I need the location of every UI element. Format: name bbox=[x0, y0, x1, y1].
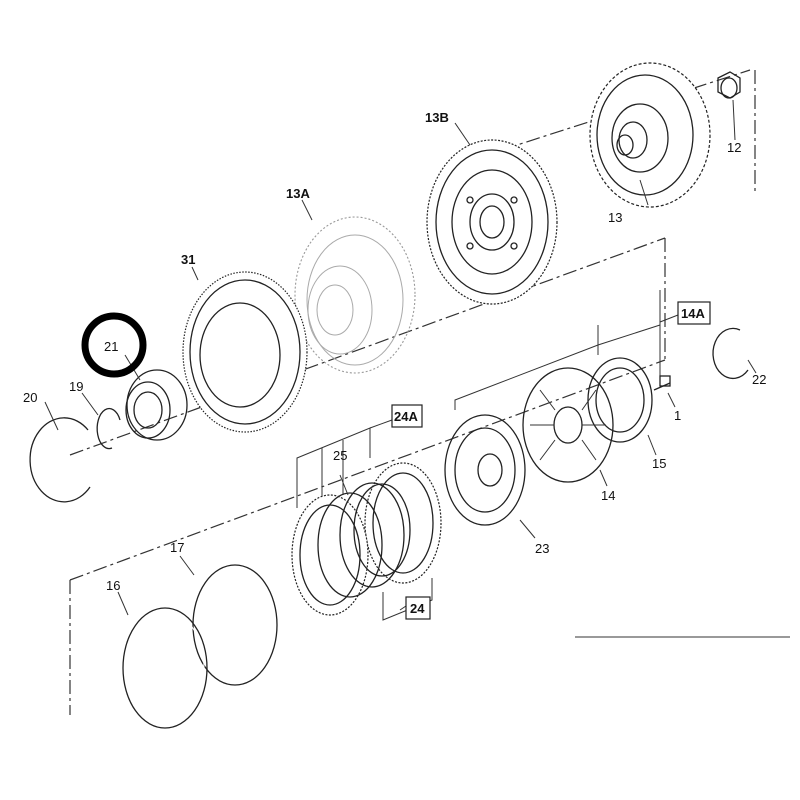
part-31-ring-gear bbox=[182, 266, 308, 433]
label-part-13B: 13B bbox=[425, 110, 449, 125]
label-part-22: 22 bbox=[752, 372, 766, 387]
part-19-snap-ring bbox=[81, 392, 121, 450]
label-part-14: 14 bbox=[601, 488, 615, 503]
label-part-23: 23 bbox=[535, 541, 549, 556]
label-part-13A: 13A bbox=[286, 186, 310, 201]
label-part-20: 20 bbox=[23, 390, 37, 405]
label-part-12: 12 bbox=[727, 140, 741, 155]
part-24A-group bbox=[296, 404, 423, 508]
label-part-14A: 14A bbox=[681, 306, 705, 321]
part-labels: 12 13 13B 13A 31 21 19 20 14A 22 1 15 14… bbox=[23, 110, 766, 616]
part-12-nut bbox=[717, 71, 741, 141]
part-14-spring bbox=[522, 367, 614, 487]
label-part-13: 13 bbox=[608, 210, 622, 225]
part-23-pressure-plate bbox=[444, 414, 536, 539]
label-part-17: 17 bbox=[170, 540, 184, 555]
label-part-1: 1 bbox=[674, 408, 681, 423]
part-15-plate bbox=[587, 357, 657, 456]
label-part-31: 31 bbox=[181, 252, 195, 267]
part-13-hub bbox=[589, 62, 711, 208]
part-20-retaining-ring bbox=[29, 401, 91, 503]
label-part-19: 19 bbox=[69, 379, 83, 394]
clutch-plates bbox=[291, 462, 442, 621]
label-part-15: 15 bbox=[652, 456, 666, 471]
label-part-24A: 24A bbox=[394, 409, 418, 424]
part-14A-group bbox=[454, 290, 711, 410]
part-1-screw bbox=[653, 375, 676, 408]
label-part-25: 25 bbox=[333, 448, 347, 463]
part-13A-basket bbox=[294, 199, 416, 374]
part-13B-gear bbox=[426, 122, 558, 305]
part-21-highlight-ring bbox=[81, 312, 147, 378]
part-21-bearing bbox=[81, 312, 188, 441]
label-part-24: 24 bbox=[410, 601, 425, 616]
label-part-21: 21 bbox=[104, 339, 118, 354]
label-part-16: 16 bbox=[106, 578, 120, 593]
part-22-ring bbox=[712, 327, 757, 380]
o-rings bbox=[117, 555, 278, 729]
